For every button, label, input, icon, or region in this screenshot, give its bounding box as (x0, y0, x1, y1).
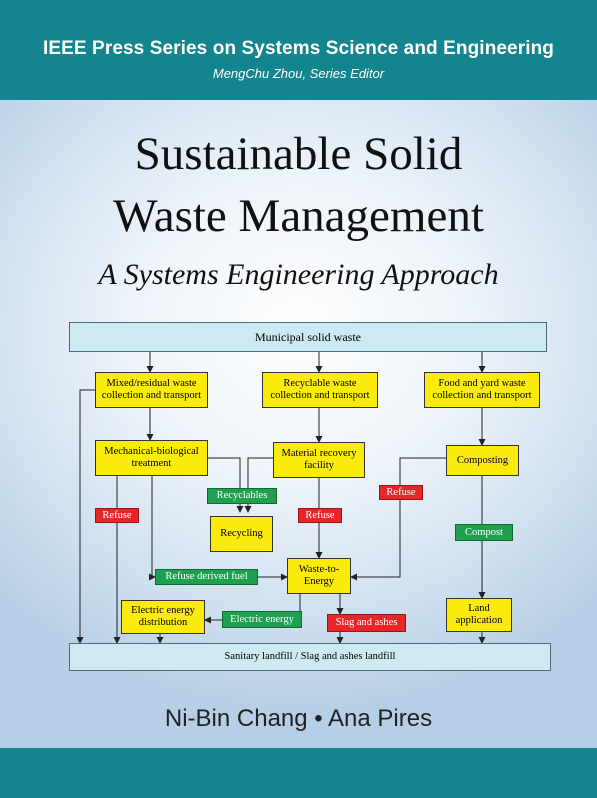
refuse-label-left: Refuse (95, 508, 139, 523)
mrf-box: Material recovery facility (273, 442, 365, 478)
landfill-box: Sanitary landfill / Slag and ashes landf… (69, 643, 551, 671)
electric-energy-label: Electric energy (222, 611, 302, 628)
land-application-box: Land application (446, 598, 512, 632)
electric-distribution-box: Electric energy distribution (121, 600, 205, 634)
recycling-box: Recycling (210, 516, 273, 552)
series-editor: MengChu Zhou, Series Editor (212, 66, 385, 81)
refuse-label-center: Refuse (298, 508, 342, 523)
bottom-band (0, 748, 597, 798)
series-title: IEEE Press Series on Systems Science and… (42, 38, 555, 59)
book-title-line2: Waste Management (113, 190, 484, 242)
book-subtitle: A Systems Engineering Approach (98, 258, 499, 291)
mixed-waste-box: Mixed/residual waste collection and tran… (95, 372, 208, 408)
book-title-line1: Sustainable Solid (134, 128, 463, 180)
municipal-solid-waste-box: Municipal solid waste (69, 322, 547, 352)
food-yard-waste-box: Food and yard waste collection and trans… (424, 372, 540, 408)
authors: Ni-Bin Chang • Ana Pires (164, 705, 433, 732)
refuse-label-right: Refuse (379, 485, 423, 500)
composting-box: Composting (446, 445, 519, 476)
recyclables-label: Recyclables (207, 488, 277, 504)
top-band (0, 0, 597, 100)
wte-box: Waste-to-Energy (287, 558, 351, 594)
rdf-label: Refuse derived fuel (155, 569, 258, 585)
slag-ashes-label: Slag and ashes (327, 614, 406, 632)
recyclable-waste-box: Recyclable waste collection and transpor… (262, 372, 378, 408)
compost-label: Compost (455, 524, 513, 541)
mbt-box: Mechanical-biological treatment (95, 440, 208, 476)
